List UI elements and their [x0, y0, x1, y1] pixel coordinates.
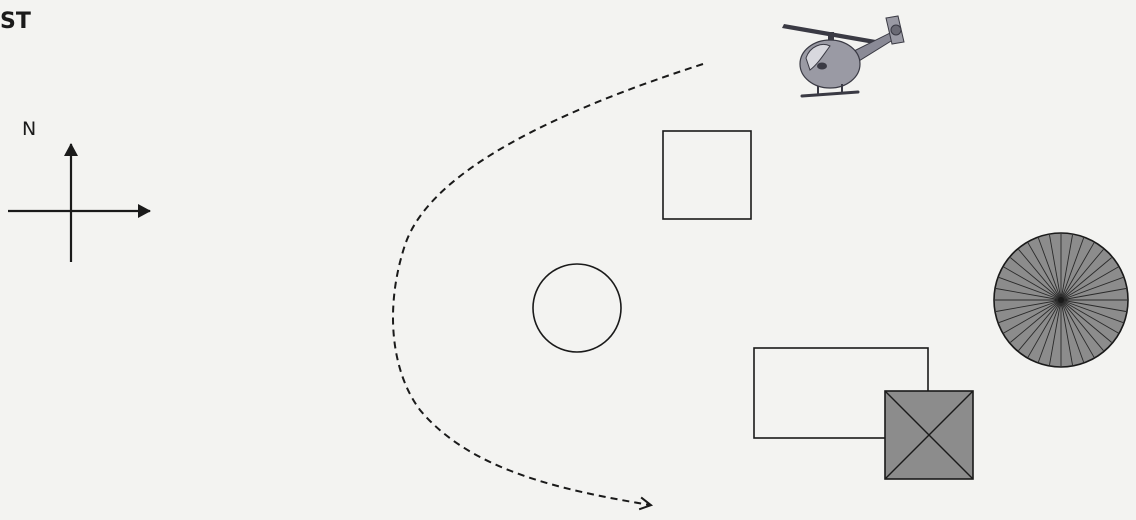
circle-shape	[533, 264, 621, 352]
helicopter-icon	[782, 16, 904, 96]
shaded-crossed-square	[885, 391, 973, 479]
flight-path	[393, 64, 703, 505]
radial-shaded-circle	[994, 233, 1128, 367]
compass-icon	[8, 144, 150, 262]
square-shape	[663, 131, 751, 219]
